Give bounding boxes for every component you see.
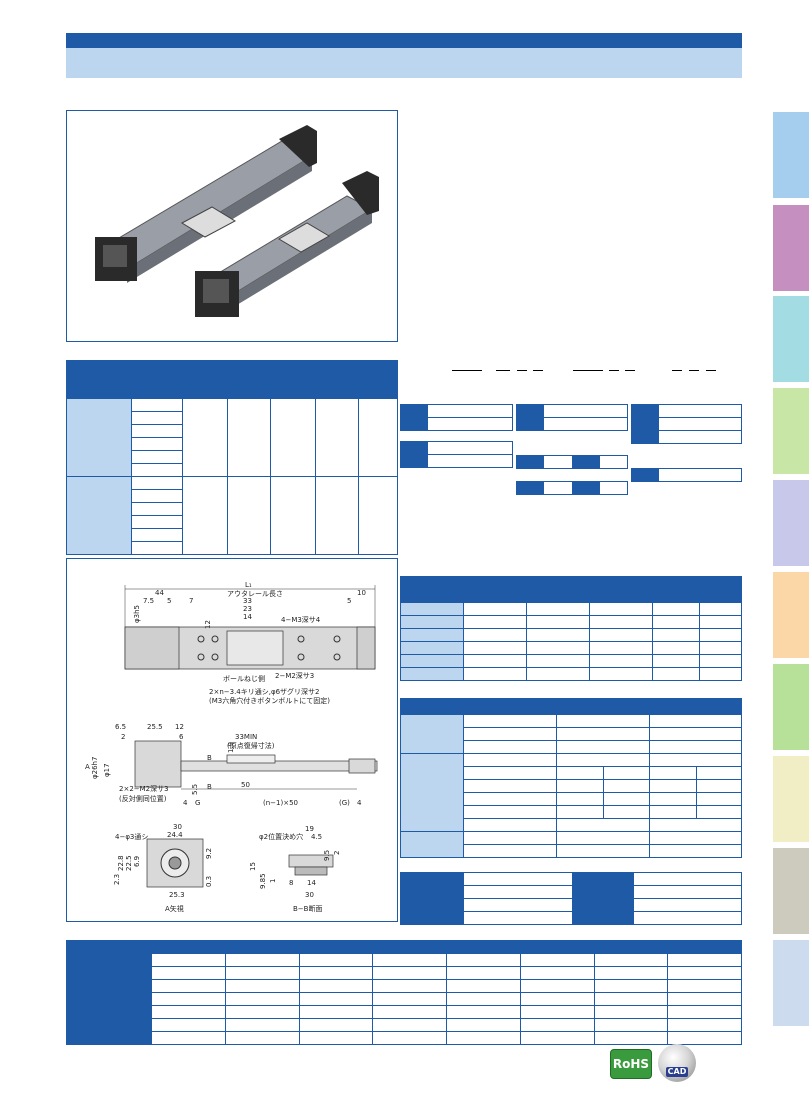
dim-23: 23 bbox=[243, 605, 252, 613]
side-tab-10[interactable] bbox=[773, 940, 809, 1026]
dim-22-8: 22.8 bbox=[117, 855, 125, 871]
dim-6: 6 bbox=[179, 733, 184, 741]
dim-5: 5 bbox=[167, 597, 171, 605]
dim-m3: 4−M3深サ4 bbox=[281, 615, 321, 624]
dim-1-9: 1.9 bbox=[227, 742, 235, 753]
bottom-table bbox=[66, 940, 742, 1045]
dim-rail: アウタレール長さ bbox=[227, 589, 283, 598]
dim-8: 8 bbox=[289, 879, 293, 887]
dim-4-5: 4.5 bbox=[311, 833, 322, 841]
code-box-6 bbox=[631, 468, 742, 482]
side-tab-8[interactable] bbox=[773, 756, 809, 842]
product-photo-frame bbox=[66, 110, 398, 342]
dim-33min: 33MIN bbox=[235, 733, 257, 741]
code-box-7 bbox=[516, 481, 628, 495]
dim-15: 15 bbox=[249, 862, 257, 871]
dim-30: 30 bbox=[173, 823, 182, 831]
header-title-band bbox=[66, 48, 742, 78]
dim-9-85: 9.85 bbox=[259, 873, 267, 889]
label-b2: B bbox=[207, 783, 212, 791]
dim-g: G bbox=[195, 799, 200, 807]
side-tab-7[interactable] bbox=[773, 664, 809, 750]
dim-holes-note: (M3六角穴付きボタンボルトにて固定) bbox=[209, 696, 330, 705]
dim-ball: ボールねじ側 bbox=[223, 674, 265, 683]
dim-50: 50 bbox=[241, 781, 250, 789]
dim-rev: (反対側同位置) bbox=[119, 794, 167, 803]
dim-22-5: 22.5 bbox=[125, 855, 133, 871]
dim-6-9: 6.9 bbox=[133, 856, 141, 867]
table-b bbox=[400, 698, 742, 858]
dim-pitch: (n−1)×50 bbox=[263, 799, 298, 807]
dim-5b: 5 bbox=[347, 597, 351, 605]
side-tab-1[interactable] bbox=[773, 112, 809, 198]
side-tab-3[interactable] bbox=[773, 296, 809, 382]
dim-4: 4 bbox=[183, 799, 188, 807]
rohs-badge: RoHS bbox=[610, 1049, 652, 1079]
spec-table bbox=[66, 360, 398, 555]
dim-g-paren: (G) bbox=[339, 799, 350, 807]
side-tab-2[interactable] bbox=[773, 205, 809, 291]
label-a: A bbox=[85, 763, 90, 771]
dim-m2b: 2×2−M2深サ3 bbox=[119, 784, 169, 793]
dim-l1: L₁ bbox=[245, 581, 252, 589]
table-a bbox=[400, 576, 742, 681]
header-bar bbox=[66, 33, 742, 48]
code-box-1 bbox=[400, 404, 513, 431]
dim-12b: 12 bbox=[175, 723, 184, 731]
label-b: B bbox=[207, 754, 212, 762]
section-label: B−B断面 bbox=[293, 904, 322, 913]
rohs-label: RoHS bbox=[612, 1057, 650, 1071]
dim-25-5: 25.5 bbox=[147, 723, 163, 731]
dim-m2: 2−M2深サ3 bbox=[275, 671, 314, 680]
dim-14b: 14 bbox=[307, 879, 316, 887]
cad-label: CAD bbox=[666, 1067, 688, 1077]
side-tab-9[interactable] bbox=[773, 848, 809, 934]
side-tab-4[interactable] bbox=[773, 388, 809, 474]
side-tab-5[interactable] bbox=[773, 480, 809, 566]
dim-5-5: 5.5 bbox=[191, 784, 199, 795]
dimension-drawing: L₁ アウタレール長さ 44 10 7.5 5 7 33 23 14 5 12 … bbox=[85, 581, 378, 913]
dim-origin: (原点復帰寸法) bbox=[227, 741, 275, 750]
dim-2: 2 bbox=[121, 733, 125, 741]
dimension-drawing-frame: L₁ アウタレール長さ 44 10 7.5 5 7 33 23 14 5 12 … bbox=[66, 558, 398, 922]
dim-10: 10 bbox=[357, 589, 366, 597]
code-box-2 bbox=[516, 404, 628, 431]
dim-holes: 2×n−3.4キリ通シ,φ6ザグリ深サ2 bbox=[209, 687, 320, 696]
dim-12: 12 bbox=[204, 620, 212, 629]
code-box-3 bbox=[631, 404, 742, 444]
dim-25-3: 25.3 bbox=[169, 891, 185, 899]
dim-phi17: φ17 bbox=[103, 763, 111, 777]
side-tab-6[interactable] bbox=[773, 572, 809, 658]
dim-9-2: 9.2 bbox=[205, 848, 213, 859]
dim-2b: 2 bbox=[333, 851, 341, 855]
product-photo bbox=[95, 125, 379, 317]
dim-2-3: 2.3 bbox=[113, 874, 121, 885]
dim-phi3h5: φ3h5 bbox=[133, 605, 141, 623]
code-box-5 bbox=[516, 455, 628, 469]
dim-thru: 4−φ3通シ bbox=[115, 832, 148, 841]
dim-pos-hole: φ2位置決め穴 bbox=[259, 832, 303, 841]
dim-4b: 4 bbox=[357, 799, 362, 807]
dim-7: 7 bbox=[189, 597, 193, 605]
dim-9-5: 9.5 bbox=[323, 850, 331, 861]
dim-44: 44 bbox=[155, 589, 164, 597]
code-box-4 bbox=[400, 441, 513, 468]
dim-33: 33 bbox=[243, 597, 252, 605]
view-a-label: A矢視 bbox=[165, 904, 184, 913]
dim-19: 19 bbox=[305, 825, 314, 833]
dim-6-5: 6.5 bbox=[115, 723, 126, 731]
dim-14: 14 bbox=[243, 613, 252, 621]
dim-1: 1 bbox=[269, 879, 277, 883]
dim-30b: 30 bbox=[305, 891, 314, 899]
table-c bbox=[400, 872, 742, 925]
dim-7-5: 7.5 bbox=[143, 597, 154, 605]
dim-24-4: 24.4 bbox=[167, 831, 183, 839]
dim-phi26h7: φ26h7 bbox=[91, 757, 99, 779]
dim-0-3: 0.3 bbox=[205, 876, 213, 887]
